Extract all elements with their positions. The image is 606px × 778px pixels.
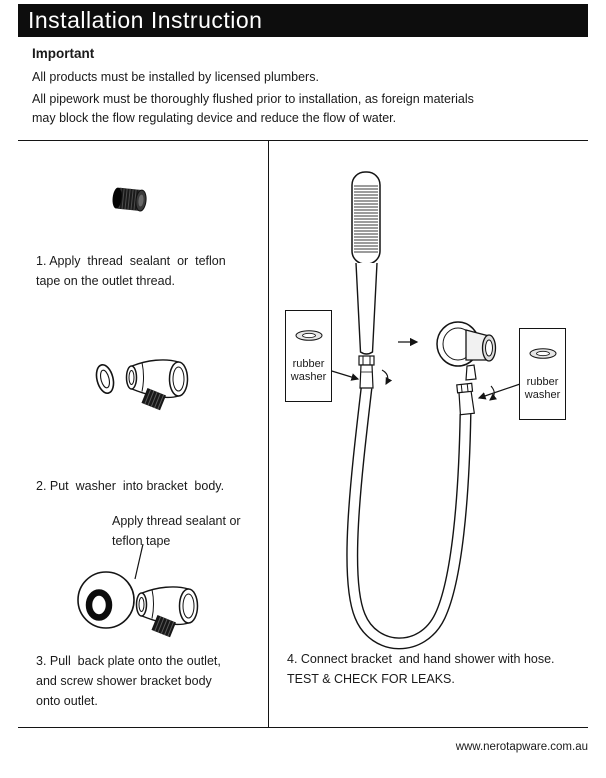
important-heading: Important — [32, 46, 95, 61]
step-3-note: Apply thread sealant or teflon tape — [112, 514, 241, 548]
note-leader-line — [134, 543, 144, 580]
step-2-text: 2. Put washer into bracket body. — [36, 479, 225, 493]
intro-line-1: All products must be installed by licens… — [32, 70, 319, 84]
rubber-washer-icon — [295, 330, 322, 341]
handshower-hose-bracket-illustration — [311, 171, 524, 650]
header-bar: Installation Instruction — [18, 4, 588, 37]
step-1-text: 1. Apply thread sealant or teflon tape o… — [36, 254, 226, 288]
rubber-washer-label-left: rubber washer — [290, 358, 327, 383]
rubber-washer-label-right: rubber washer — [524, 376, 561, 401]
page-title: Installation Instruction — [28, 7, 263, 33]
column-divider — [268, 140, 269, 727]
outlet-nut-illustration — [112, 187, 147, 212]
step-3-text: 3. Pull back plate onto the outlet, and … — [36, 654, 221, 708]
rubber-washer-icon — [529, 348, 556, 359]
rubber-washer-callout-left: rubber washer — [285, 310, 332, 402]
top-rule — [18, 140, 588, 141]
step-4-text: 4. Connect bracket and hand shower with … — [287, 652, 555, 686]
rubber-washer-callout-right: rubber washer — [519, 328, 566, 420]
bottom-rule — [18, 727, 588, 728]
footer-website: www.nerotapware.com.au — [455, 741, 588, 753]
intro-line-2: All pipework must be thoroughly flushed … — [32, 92, 474, 125]
backplate-and-bracket-illustration — [77, 571, 199, 638]
washer-and-bracket-illustration — [95, 359, 189, 411]
